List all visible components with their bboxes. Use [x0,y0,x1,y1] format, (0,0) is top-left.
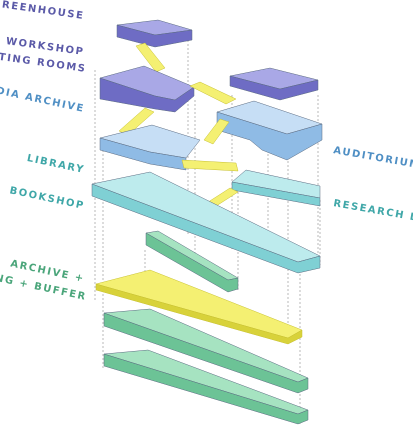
stair-greenhouse-to-workshop [135,42,166,73]
stair-auditorium-to-media [203,118,230,145]
label-greenhouse: GREENHOUSE [0,0,85,22]
label-auditorium: AUDITORIUM [332,145,413,171]
label-library: LIBRARY [26,153,86,176]
screening-slab [103,308,309,394]
label-media-archive: MEDIA ARCHIVE [0,81,86,115]
library-slab [91,171,321,274]
buffer-slab-side [103,353,309,425]
greenhouse-slab-side [116,24,193,48]
ramp-media-to-research [181,159,239,172]
research-labs-side [231,181,321,207]
media-archive-slab [99,124,201,171]
stair-workshop-to-auditorium [189,81,237,105]
library-slab-side [91,183,321,274]
auditorium-roof-slab [229,67,319,101]
research-labs-block [231,169,321,207]
workshop-slab [99,65,195,113]
screening-slab-side [103,312,309,394]
media-archive-slab-side [99,137,187,171]
label-bookshop: BOOKSHOP [8,185,85,212]
auditorium-block-side [216,111,323,161]
auditorium-roof-side [229,75,319,101]
workshop-slab-side [99,77,195,113]
archive-yellow-plane [95,269,303,345]
auditorium-block [216,100,323,161]
teal-bar-side [145,232,239,293]
greenhouse-slab [116,19,193,48]
archive-plane-side [95,283,303,345]
buffer-slab [103,349,309,425]
teal-bar [145,230,239,293]
label-research-labs: RESEARCH LABS [332,198,413,228]
